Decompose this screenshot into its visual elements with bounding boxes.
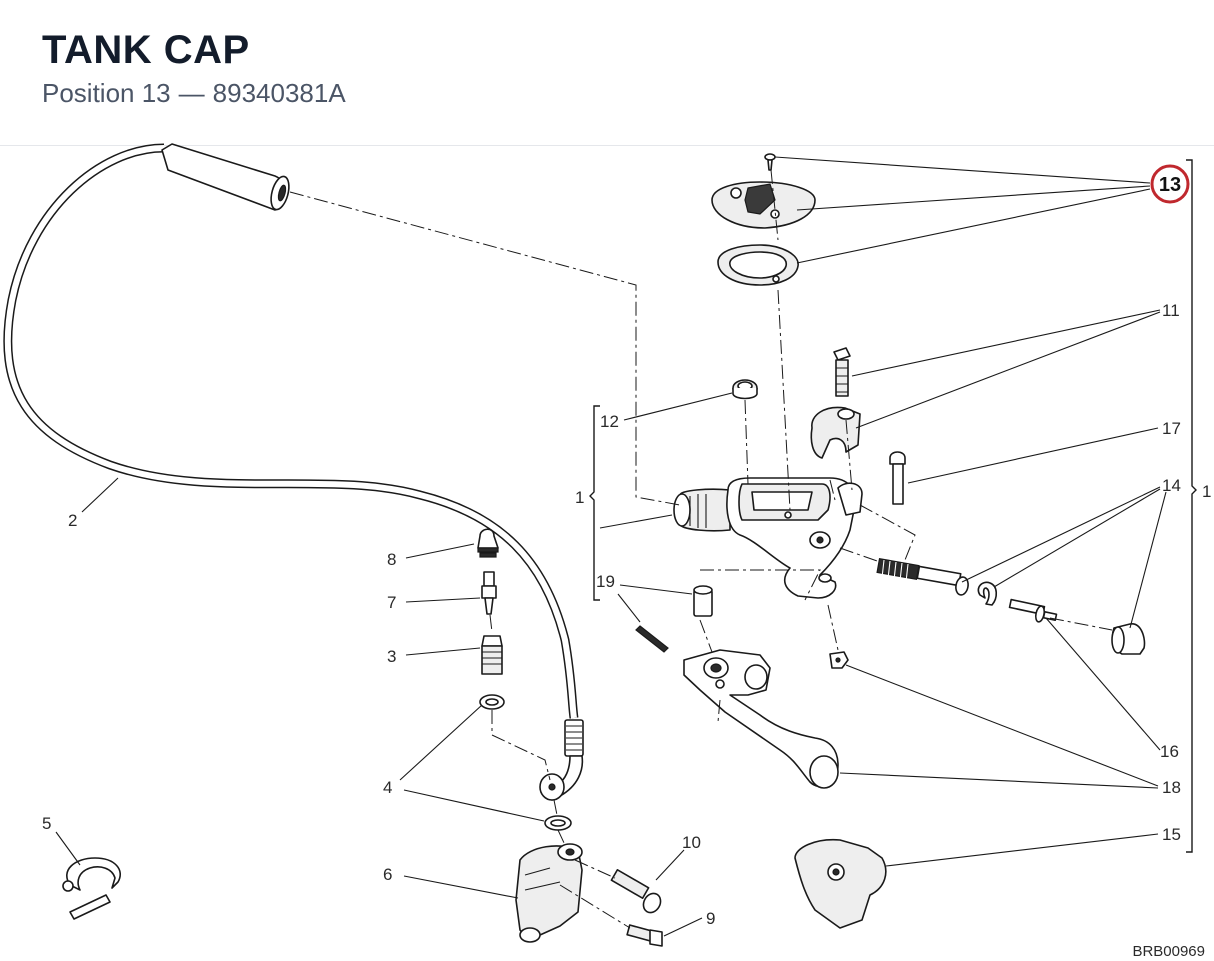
sealing-washer-upper[interactable]	[479, 694, 505, 710]
callout-17: 17	[1162, 419, 1181, 438]
callout-10: 10	[682, 833, 701, 852]
adjuster-knob[interactable]	[1111, 623, 1146, 655]
callout-leader-lines	[55, 156, 1167, 937]
callout-11: 11	[1162, 301, 1180, 320]
callout-15: 15	[1162, 825, 1181, 844]
sealing-washer-lower[interactable]	[544, 815, 572, 831]
tank-cap-screw[interactable]	[764, 153, 776, 171]
bracket-assembly-right	[1186, 159, 1197, 853]
adjuster-rod[interactable]	[1008, 598, 1058, 623]
lever-nut[interactable]	[829, 651, 849, 669]
callout-19: 19	[596, 572, 615, 591]
brake-lever[interactable]	[683, 649, 839, 789]
highlight-ring	[1150, 164, 1190, 204]
pivot-pin[interactable]	[889, 451, 906, 505]
callout-1-left: 1	[575, 488, 584, 507]
slave-cylinder-body[interactable]	[515, 843, 583, 943]
push-rod-assembly[interactable]	[876, 557, 998, 606]
callout-4: 4	[383, 778, 392, 797]
position-label: Position 13	[42, 78, 171, 108]
brake-light-switch[interactable]	[794, 838, 887, 929]
reservoir-cap-small[interactable]	[732, 379, 758, 400]
bleed-bolt[interactable]	[626, 924, 663, 947]
callout-18: 18	[1162, 778, 1181, 797]
clamp-bolt[interactable]	[833, 347, 851, 397]
subtitle-separator: —	[178, 78, 205, 108]
part-number: 89340381A	[212, 78, 346, 108]
callout-labels: 1 1 2 3 4 5 6 7 8 9 10 11 12 14 15 16 17…	[42, 301, 1211, 928]
assembly-center-lines	[289, 169, 1113, 929]
banjo-bolt[interactable]	[481, 635, 503, 675]
hose-clip[interactable]	[62, 857, 121, 920]
callout-2: 2	[68, 511, 77, 530]
highlighted-position-marker[interactable]: 13	[1150, 164, 1190, 204]
callout-16: 16	[1160, 742, 1179, 761]
bracket-assembly-left	[589, 405, 600, 601]
callout-7: 7	[387, 593, 396, 612]
tank-cap-cover[interactable]	[711, 181, 816, 229]
page-header: TANK CAP Position 13—89340381A	[0, 0, 1214, 146]
bleeder-cap[interactable]	[477, 528, 499, 558]
page-subtitle: Position 13—89340381A	[42, 78, 346, 109]
lever-bushing[interactable]	[693, 585, 713, 617]
highlighted-position-number: 13	[1159, 174, 1181, 196]
callout-14: 14	[1162, 476, 1181, 495]
master-cylinder-body[interactable]	[673, 477, 863, 599]
callout-1-right: 1	[1202, 482, 1211, 501]
handlebar-clamp[interactable]	[810, 406, 861, 459]
callout-9: 9	[706, 909, 715, 928]
callout-8: 8	[387, 550, 396, 569]
lever-spring[interactable]	[635, 625, 669, 653]
callout-3: 3	[387, 647, 396, 666]
diagram-reference-code: BRB00969	[1132, 943, 1205, 960]
callout-6: 6	[383, 865, 392, 884]
page-title: TANK CAP	[42, 28, 250, 72]
bleeder-screw[interactable]	[481, 571, 497, 615]
tank-cap-gasket[interactable]	[717, 244, 799, 286]
caliper-bolt[interactable]	[610, 869, 664, 916]
callout-5: 5	[42, 814, 51, 833]
callout-12: 12	[600, 412, 619, 431]
brake-hose[interactable]	[3, 143, 584, 801]
